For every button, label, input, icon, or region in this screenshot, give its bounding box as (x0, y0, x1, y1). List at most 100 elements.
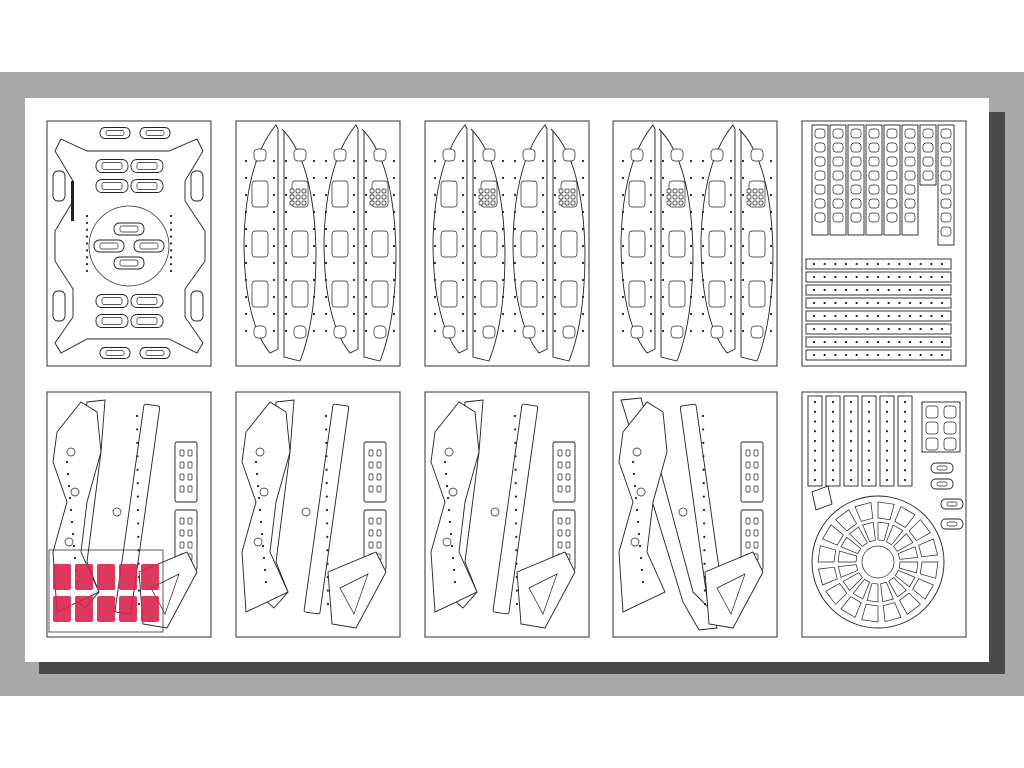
mount-hole (919, 353, 922, 357)
mount-hole (729, 159, 733, 163)
mount-hole (689, 312, 693, 316)
bracket-slot (886, 198, 898, 209)
mount-hole (244, 261, 248, 265)
drawing-sheet[interactable] (25, 98, 989, 662)
lightening-hole (440, 280, 458, 308)
lightening-hole (562, 148, 576, 162)
mount-hole (513, 159, 517, 163)
bracket-slot (832, 128, 844, 139)
bracket-slot (832, 198, 844, 209)
mount-hole (312, 329, 316, 333)
bracket-slot (814, 142, 826, 153)
lightening-hole (668, 230, 686, 258)
mount-hole (312, 244, 316, 248)
mount-hole (689, 227, 693, 231)
bracket-slot (922, 142, 934, 153)
mount-hole (461, 261, 465, 265)
lightening-hole (710, 148, 724, 162)
highlighted-part (97, 596, 115, 622)
wheel-cutout (908, 519, 931, 541)
mount-hole (137, 602, 141, 606)
mount-hole (169, 242, 173, 245)
highlighted-part (97, 564, 115, 590)
cutout-hole (565, 449, 571, 457)
mount-hole (940, 314, 944, 318)
bracket-column (919, 124, 937, 186)
mount-hole (866, 275, 869, 279)
cutout-hole (478, 200, 484, 206)
mount-hole (649, 159, 653, 163)
mount-hole (823, 327, 826, 331)
cutout-hole (565, 485, 571, 493)
lightening-hole (562, 325, 576, 339)
mount-hole (581, 193, 585, 197)
mount-hole (701, 159, 705, 163)
bracket-slot (868, 184, 880, 195)
mount-hole (649, 312, 653, 316)
mount-hole (703, 602, 707, 606)
cutout-hole (381, 188, 387, 194)
layout-panel-6 (46, 391, 212, 638)
cutout-hole (376, 541, 382, 549)
bracket-slot (904, 156, 916, 167)
mount-hole (541, 210, 545, 214)
lightening-hole (632, 447, 642, 457)
bracket-slot (868, 142, 880, 153)
mount-hole (831, 449, 835, 452)
cutout-hole (557, 485, 563, 493)
bracket-slot (105, 350, 125, 356)
mount-hole (867, 439, 871, 443)
wheel-cutout (835, 509, 857, 532)
bracket-slot (936, 465, 948, 471)
lightening-hole (440, 230, 458, 258)
mount-hole (834, 314, 837, 318)
mount-hole (634, 496, 638, 500)
mount-hole (831, 410, 835, 413)
bracket-slot (868, 128, 880, 139)
cutout-hole (376, 485, 382, 493)
mount-hole (473, 261, 477, 265)
cutout-hole (368, 485, 374, 493)
mount-hole (244, 329, 248, 333)
main-plate (430, 401, 480, 613)
mount-hole (473, 244, 477, 248)
bracket-slot (940, 170, 952, 181)
wheel-cutout (877, 501, 895, 521)
lightening-hole (291, 180, 309, 208)
lightening-hole (748, 280, 766, 308)
mount-hole (903, 478, 907, 482)
wheel-cutout (918, 538, 939, 558)
wheel-cutout (888, 577, 907, 598)
mount-hole (244, 193, 248, 197)
mount-hole (450, 544, 454, 548)
lightening-hole (301, 507, 311, 517)
mount-hole (812, 301, 816, 305)
mount-hole (701, 295, 705, 299)
lightening-hole (636, 487, 646, 497)
mount-hole (136, 441, 139, 444)
lightening-hole (560, 280, 578, 308)
mount-hole (638, 544, 642, 548)
mount-hole (272, 312, 276, 316)
lightening-hole (333, 148, 347, 162)
mount-hole (812, 340, 816, 344)
mount-hole (473, 193, 477, 197)
mount-hole (364, 244, 368, 248)
mount-hole (324, 278, 328, 282)
cutout-hole (678, 200, 684, 206)
cutout-hole (672, 194, 678, 200)
cutout-hole (666, 200, 672, 206)
side-bracket (190, 170, 204, 202)
lightening-hole (630, 325, 644, 339)
bracket-slot (119, 225, 139, 233)
mount-hole (823, 275, 826, 279)
mount-hole (876, 288, 880, 292)
mount-hole (392, 210, 396, 214)
wheel-cutout (852, 578, 871, 600)
mount-hole (581, 210, 585, 214)
cutout-hole (925, 421, 939, 435)
mount-hole (729, 295, 733, 299)
mount-hole (325, 468, 328, 471)
mount-hole (621, 295, 625, 299)
lightening-hole (371, 280, 389, 308)
